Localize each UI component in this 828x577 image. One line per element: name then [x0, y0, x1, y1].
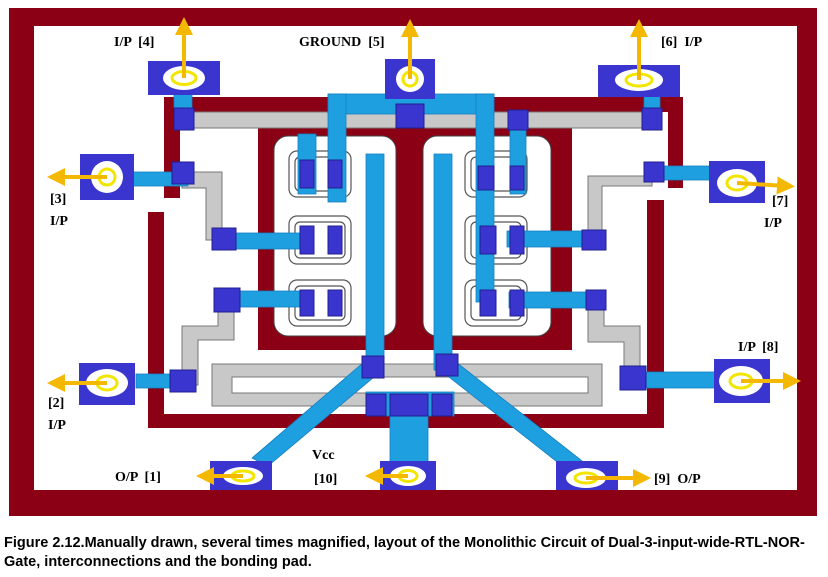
figure-caption: Figure 2.12.Manually drawn, several time…: [4, 535, 805, 570]
label-pad-1: O/P [1]: [115, 470, 161, 485]
bond-pad-7: [709, 161, 795, 203]
bond-pad-1: [196, 461, 272, 490]
bond-pad-8: [714, 359, 801, 403]
contacts: [169, 103, 665, 417]
label-pad-3-io: I/P: [50, 214, 68, 229]
bond-pad-3: [47, 154, 134, 200]
bond-pad-2: [47, 363, 135, 405]
label-pad-10-name: Vcc: [312, 448, 335, 463]
label-pad-7-io: I/P: [764, 216, 782, 231]
bond-pad-10: [365, 461, 436, 490]
label-pad-6: [6] I/P: [661, 35, 703, 50]
label-pad-8: I/P [8]: [738, 340, 778, 355]
bond-pad-4: [148, 17, 220, 95]
label-pad-7-number: [7]: [772, 194, 788, 209]
resistor-hole: [231, 376, 589, 394]
label-pad-9: [9] O/P: [654, 472, 701, 487]
label-pad-10-number: [10]: [314, 472, 337, 487]
bond-pad-9: [556, 461, 651, 490]
label-pad-5: GROUND [5]: [299, 35, 385, 50]
label-pad-4: I/P [4]: [114, 35, 154, 50]
label-pad-3-number: [3]: [50, 192, 66, 207]
label-pad-2-io: I/P: [48, 418, 66, 433]
bond-pad-5: [385, 19, 435, 99]
metal-interconnect: [131, 77, 721, 473]
bond-pad-6: [598, 19, 680, 97]
label-pad-2-number: [2]: [48, 396, 64, 411]
